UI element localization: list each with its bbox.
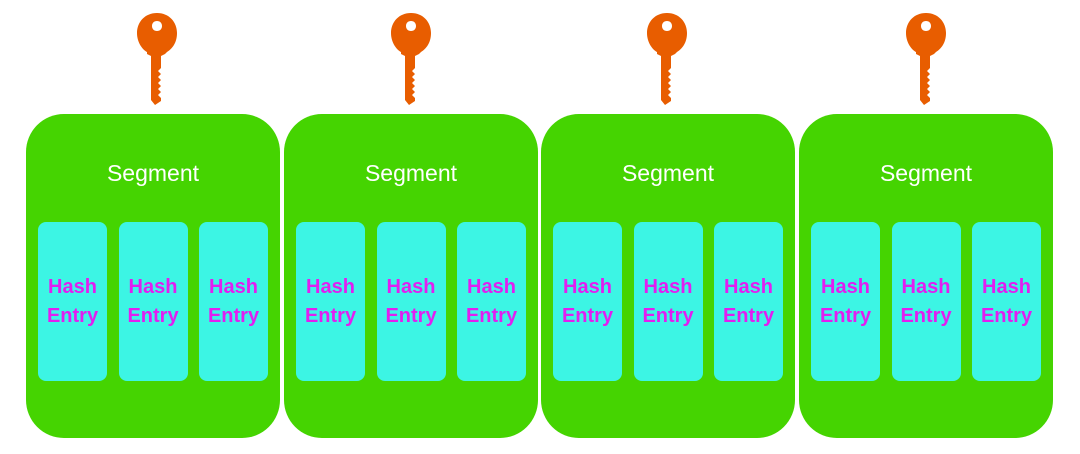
hash-entry-label-line1: Hash — [306, 275, 355, 298]
hash-entry-label-line2: Entry — [980, 304, 1033, 327]
hash-entry-label-line2: Entry — [819, 304, 872, 327]
hash-entry-label-line1: Hash — [724, 275, 773, 298]
hash-entry-label-line2: Entry — [642, 304, 694, 327]
hash-entry-label-line2: Entry — [304, 304, 357, 327]
hash-entry-label-line1: Hash — [821, 275, 870, 298]
segment-title: Segment — [106, 160, 200, 186]
hash-entry-label-line2: Entry — [127, 304, 179, 327]
hash-entry-label-line1: Hash — [467, 275, 516, 298]
hash-entry-label-line2: Entry — [465, 304, 518, 327]
hash-entry-label-line2: Entry — [385, 304, 437, 327]
hash-entry-label-line1: Hash — [901, 275, 951, 298]
hash-entry-label-line1: Hash — [128, 275, 178, 298]
hash-entry-label-line1: Hash — [48, 275, 97, 298]
key-icon — [644, 12, 690, 106]
hash-entry-label-line1: Hash — [386, 275, 436, 298]
hash-entry-label-line1: Hash — [563, 275, 612, 298]
key-icon — [903, 12, 949, 106]
hash-entry-label-line2: Entry — [722, 304, 775, 327]
hash-entry-label-line2: Entry — [900, 304, 952, 327]
segment-title: Segment — [621, 160, 715, 186]
key-icon — [134, 12, 180, 106]
segment-title: Segment — [879, 160, 973, 186]
hash-entry-label-line1: Hash — [982, 275, 1031, 298]
key-icon — [388, 12, 434, 106]
segment-title: Segment — [364, 160, 458, 186]
hash-entry-label-line1: Hash — [643, 275, 693, 298]
hash-entry-label-line2: Entry — [561, 304, 614, 327]
hash-entry-label-line2: Entry — [207, 304, 260, 327]
hash-entry-label-line1: Hash — [209, 275, 258, 298]
hash-entry-label-line2: Entry — [46, 304, 99, 327]
